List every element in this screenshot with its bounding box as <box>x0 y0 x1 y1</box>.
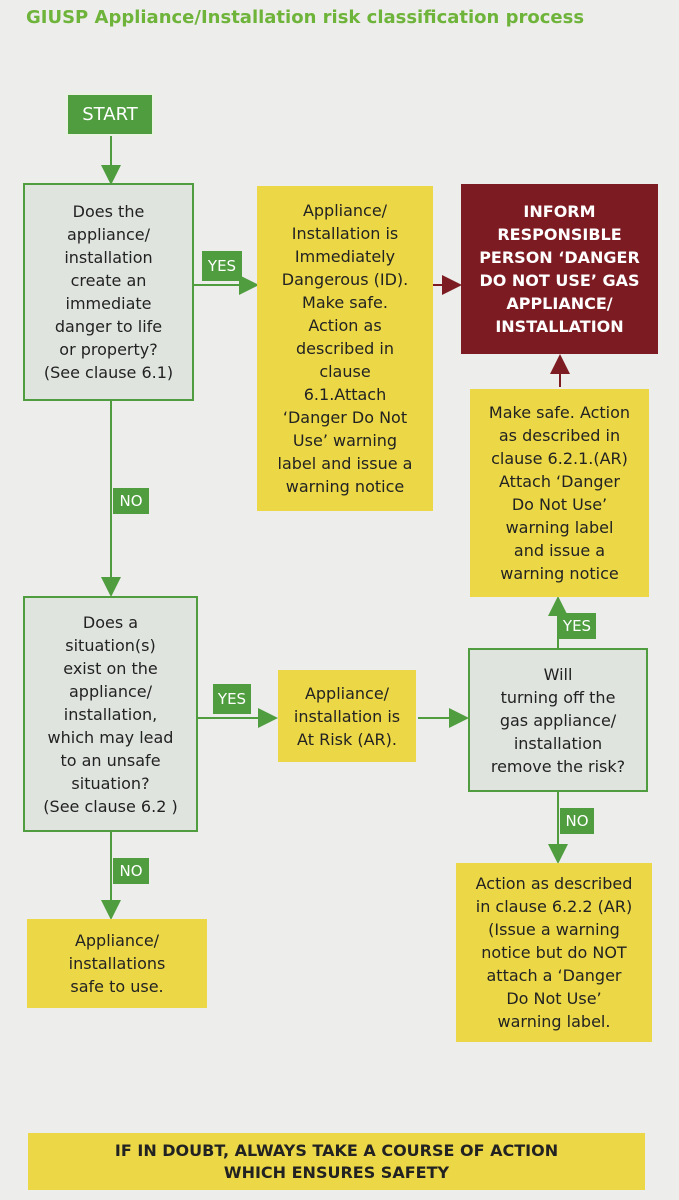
inform-responsible-person-box: INFORM RESPONSIBLE PERSON ‘DANGER DO NOT… <box>461 184 658 354</box>
page-title: GIUSP Appliance/Installation risk classi… <box>26 7 585 28</box>
make-safe-text: Make safe. Action as described in clause… <box>488 403 631 583</box>
decision-turn-off-remove-risk: Will turning off the gas appliance/ inst… <box>468 648 648 792</box>
safety-footer-text: IF IN DOUBT, ALWAYS TAKE A COURSE OF ACT… <box>114 1140 559 1182</box>
decision-turn-off-remove-risk-text: Will turning off the gas appliance/ inst… <box>490 664 626 776</box>
label-no-q3: NO <box>560 808 594 834</box>
immediately-dangerous-box: Appliance/ Installation is Immediately D… <box>257 186 433 511</box>
start-node: START <box>66 93 154 136</box>
decision-situation-exists-text: Does a situation(s) exist on the applian… <box>43 612 178 816</box>
label-yes-q2: YES <box>213 684 251 714</box>
action-6-2-2-box: Action as described in clause 6.2.2 (AR)… <box>456 863 652 1042</box>
label-no-q1: NO <box>113 488 149 514</box>
immediately-dangerous-text: Appliance/ Installation is Immediately D… <box>277 201 413 496</box>
decision-situation-exists: Does a situation(s) exist on the applian… <box>23 596 198 832</box>
safe-to-use-box: Appliance/ installations safe to use. <box>27 919 207 1008</box>
decision-immediate-danger: Does the appliance/ installation create … <box>23 183 194 401</box>
safe-to-use-text: Appliance/ installations safe to use. <box>68 931 166 996</box>
label-yes-q3: YES <box>558 613 596 639</box>
at-risk-box: Appliance/ installation is At Risk (AR). <box>278 670 416 762</box>
label-yes-q1: YES <box>202 251 242 281</box>
safety-footer: IF IN DOUBT, ALWAYS TAKE A COURSE OF ACT… <box>28 1133 645 1190</box>
inform-responsible-person-text: INFORM RESPONSIBLE PERSON ‘DANGER DO NOT… <box>479 202 640 336</box>
at-risk-text: Appliance/ installation is At Risk (AR). <box>293 683 401 749</box>
make-safe-box: Make safe. Action as described in clause… <box>470 389 649 597</box>
label-no-q2: NO <box>113 858 149 884</box>
decision-immediate-danger-text: Does the appliance/ installation create … <box>43 202 174 382</box>
action-6-2-2-text: Action as described in clause 6.2.2 (AR)… <box>475 874 633 1031</box>
